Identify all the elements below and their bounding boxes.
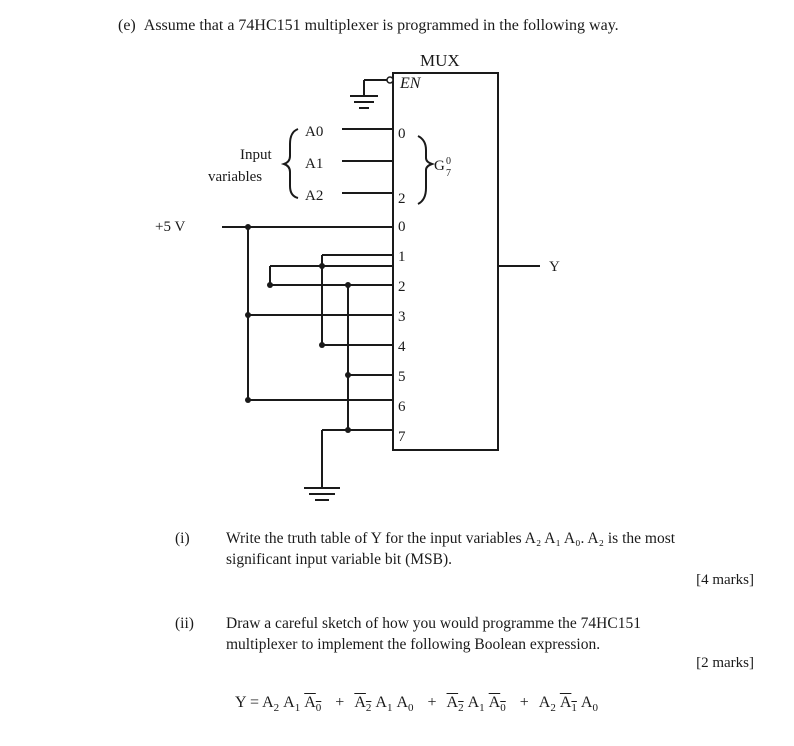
expression-literal: A0	[396, 694, 414, 715]
data-pin-0: 0	[398, 219, 406, 235]
mux-circuit-diagram: MUX EN Input variables A0 A1 A2 0 2 G 0 …	[155, 51, 560, 501]
question-number: (e)	[118, 17, 136, 34]
expression-operator: +	[519, 694, 529, 711]
expression-literal: A0	[488, 694, 506, 715]
expression-literal: A2	[538, 694, 556, 715]
expression-lhs: Y =	[235, 694, 259, 711]
mux-body	[392, 72, 499, 451]
question-text: Assume that a 74HC151 multiplexer is pro…	[143, 17, 619, 34]
supply-label: +5 V	[155, 219, 185, 235]
part-ii-line2: multiplexer to implement the following B…	[226, 636, 601, 653]
part-i-line2: significant input variable bit (MSB).	[226, 551, 453, 568]
g-label: G	[434, 158, 445, 174]
select-a2-label: A2	[305, 188, 323, 204]
select-pin-2: 2	[398, 191, 406, 207]
select-a1-label: A1	[305, 156, 323, 172]
enable-label: EN	[399, 75, 422, 92]
mux-title: MUX	[420, 51, 460, 70]
expression-operator: +	[427, 694, 437, 711]
expression-literal: A1	[283, 694, 301, 715]
part-i-label: (i)	[175, 530, 190, 547]
data-pin-2: 2	[398, 279, 406, 295]
expression-literal: A1	[375, 694, 393, 715]
select-a0-label: A0	[305, 124, 323, 140]
data-pin-1: 1	[398, 249, 406, 265]
g-sub: 7	[446, 168, 451, 179]
select-pin-0: 0	[398, 126, 406, 142]
question-label: (e) Assume that a 74HC151 multiplexer is…	[118, 17, 619, 35]
expression-literal: A1	[559, 694, 577, 715]
data-pin-5: 5	[398, 369, 406, 385]
expression-literal: A2	[262, 694, 280, 715]
expression-literal: A0	[304, 694, 322, 715]
output-label: Y	[549, 259, 560, 275]
expression-literal: A0	[580, 694, 598, 715]
data-pin-3: 3	[398, 309, 406, 325]
data-pin-6: 6	[398, 399, 406, 415]
part-ii-line1: Draw a careful sketch of how you would p…	[226, 615, 641, 632]
expression-literal: A1	[467, 694, 485, 715]
expression-literal: A2	[354, 694, 372, 715]
data-pin-4: 4	[398, 339, 406, 355]
expression-operator: +	[335, 694, 345, 711]
part-i-line1: Write the truth table of Y for the input…	[226, 530, 676, 547]
part-ii-marks: [2 marks]	[696, 655, 754, 671]
part-i-marks: [4 marks]	[696, 572, 754, 588]
expression-literal: A2	[446, 694, 464, 715]
g-sup: 0	[446, 156, 451, 167]
input-group-label-1: Input	[240, 147, 272, 163]
input-group-label-2: variables	[208, 169, 262, 185]
data-pin-7: 7	[398, 429, 406, 445]
part-ii-label: (ii)	[175, 615, 194, 632]
